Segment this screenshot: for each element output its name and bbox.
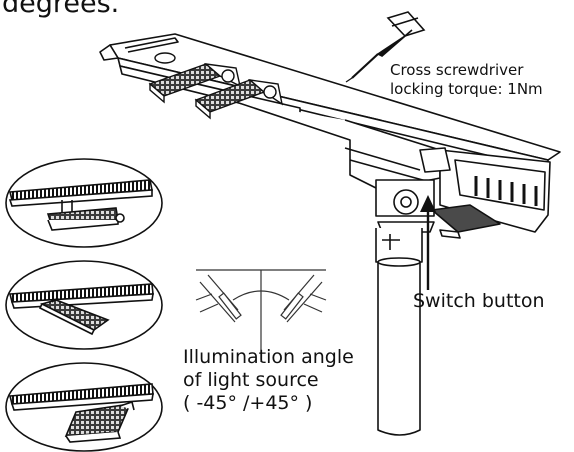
illumination-angle-diagram [195, 269, 327, 362]
top-text-fragment: degrees. [2, 0, 120, 19]
switch-arrow [420, 195, 436, 290]
switch-button-label: Switch button [413, 290, 545, 312]
angle-caption-line1: Illumination angle [183, 346, 354, 368]
inset-view-3 [5, 362, 163, 452]
screwdriver-icon [345, 11, 426, 83]
pole-upper [375, 228, 423, 263]
sensor-plate [431, 204, 501, 233]
inset-view-1 [5, 158, 163, 248]
screwdriver-caption-line2: locking torque: 1Nm [390, 80, 543, 98]
angle-caption-line3: ( -45° /+45° ) [183, 392, 313, 414]
inset-view-2 [5, 260, 163, 350]
angle-caption-line2: of light source [183, 369, 319, 391]
screwdriver-caption: Cross screwdriver locking torque: 1Nm [390, 61, 543, 99]
illumination-angle-caption: Illumination angle of light source ( -45… [183, 346, 354, 415]
pole [377, 262, 421, 436]
led-module-2 [194, 78, 284, 120]
screwdriver-caption-line1: Cross screwdriver [390, 61, 524, 79]
